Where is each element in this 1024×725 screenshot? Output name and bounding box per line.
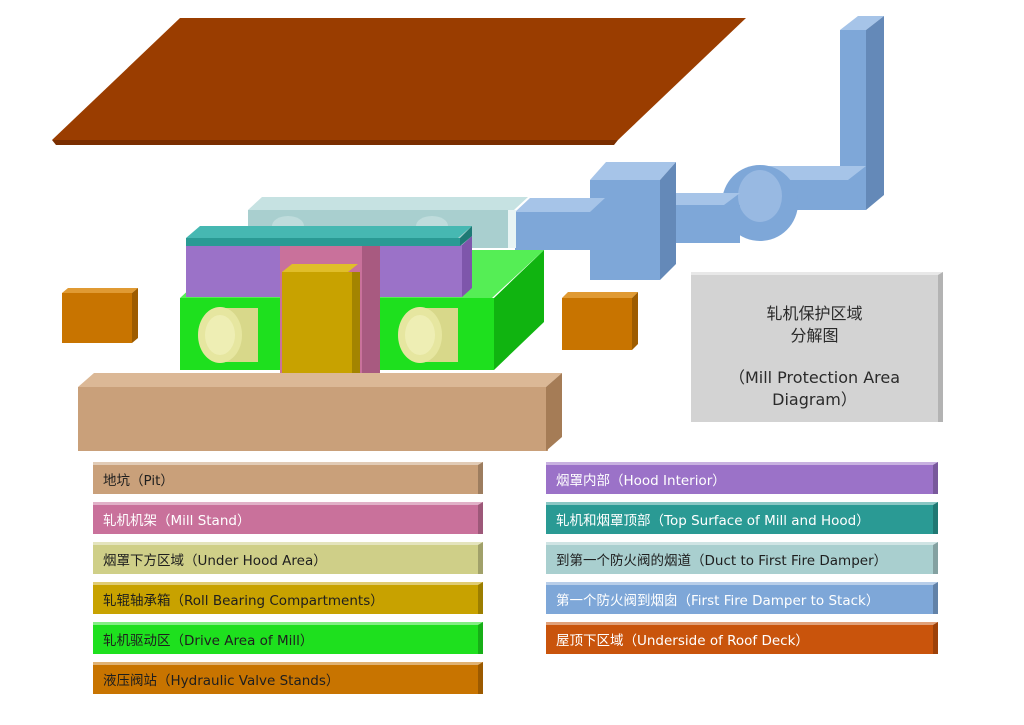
duct-to-stack-shape [515,16,884,280]
legend-item-top-surface: 轧机和烟罩顶部（Top Surface of Mill and Hood） [546,502,938,534]
roll-bearing-cylinders [198,307,458,363]
hydraulic-valve-stand-right [562,292,638,350]
hood-top-surface-shape [186,226,472,246]
title-line-3: （Mill Protection Area [728,368,901,387]
legend-item-duct-first-damper: 到第一个防火阀的烟道（Duct to First Fire Damper） [546,542,938,574]
legend-item-under-hood: 烟罩下方区域（Under Hood Area） [93,542,483,574]
hydraulic-valve-stand-left [62,288,138,343]
legend-item-drive-area: 轧机驱动区（Drive Area of Mill） [93,622,483,654]
pit-shape [78,373,562,451]
roof-deck-shape [52,18,746,145]
diagram-title-box: 轧机保护区域 分解图 （Mill Protection Area Diagram… [691,272,943,422]
legend-item-roll-bearing: 轧辊轴承箱（Roll Bearing Compartments） [93,582,483,614]
legend-item-mill-stand: 轧机机架（Mill Stand） [93,502,483,534]
legend-item-hydraulic: 液压阀站（Hydraulic Valve Stands） [93,662,483,694]
legend-item-hood-interior: 烟罩内部（Hood Interior） [546,462,938,494]
title-line-1: 轧机保护区域 [766,304,863,323]
title-line-4: Diagram） [772,390,857,409]
legend-item-pit: 地坑（Pit） [93,462,483,494]
legend-item-damper-to-stack: 第一个防火阀到烟囱（First Fire Damper to Stack） [546,582,938,614]
legend-item-roof-underside: 屋顶下区域（Underside of Roof Deck） [546,622,938,654]
title-line-2: 分解图 [790,326,839,345]
